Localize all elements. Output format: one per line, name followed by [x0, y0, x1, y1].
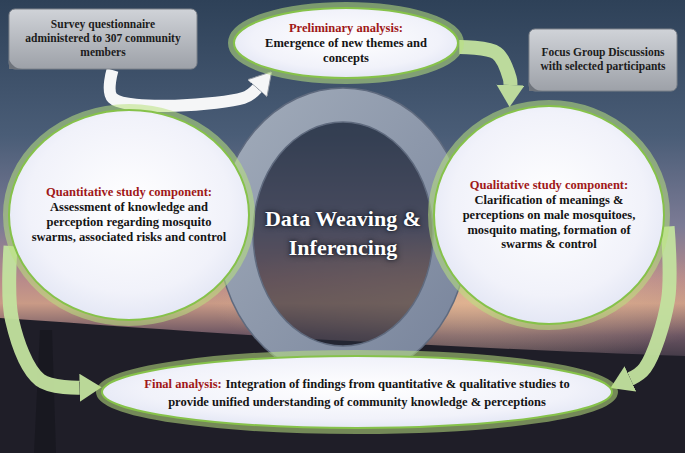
oval-body [434, 106, 664, 324]
banner-body [529, 29, 677, 91]
text-holder: Qualitative study component:Clarificatio… [455, 178, 644, 252]
data-source-box: Survey questionnaire administered to 307… [8, 8, 198, 70]
component-text: Emergence of new themes and concepts [256, 36, 435, 66]
text-holder: Focus Group Discussions with selected pa… [534, 46, 672, 74]
box-text: Focus Group Discussions with selected pa… [534, 46, 672, 74]
study-component-circle: Qualitative study component:Clarificatio… [428, 100, 670, 330]
final-analysis-oval: Final analysis:Integration of findings f… [96, 350, 618, 434]
oval-glow [233, 7, 459, 79]
box-text: Survey questionnaire administered to 307… [18, 18, 188, 59]
oval-glow [8, 109, 250, 321]
ellipse-outline [96, 350, 618, 434]
analysis-oval: Preliminary analysis:Emergence of new th… [228, 2, 464, 84]
component-heading: Preliminary analysis: [256, 21, 435, 36]
component-text: Clarification of meanings & perceptions … [455, 193, 644, 252]
banner-curl [9, 60, 22, 69]
flow-arrow [459, 47, 510, 85]
ring-hole [253, 122, 433, 346]
component-heading: Qualitative study component: [455, 178, 644, 193]
banner-curl [529, 82, 542, 91]
component-heading: Final analysis: [144, 377, 221, 391]
text-holder: Data Weaving & Inferencing [255, 205, 431, 262]
data-source-box: Focus Group Discussions with selected pa… [528, 28, 678, 92]
study-component-circle: Quantitative study component:Assessment … [3, 104, 255, 326]
flow-arrow [110, 70, 257, 106]
component-heading: Quantitative study component: [31, 185, 228, 200]
text-holder: Preliminary analysis:Emergence of new th… [256, 21, 435, 66]
ellipse-outline [3, 104, 255, 326]
center-title: Data Weaving & Inferencing [255, 205, 431, 262]
oval-glow [433, 105, 665, 325]
text-holder: Quantitative study component:Assessment … [31, 185, 228, 244]
oval-body [234, 8, 458, 78]
oval-glow [101, 355, 613, 429]
component-text: Integration of findings from quantitativ… [168, 377, 570, 409]
oval-body [9, 110, 249, 320]
oval-body [102, 356, 612, 428]
component-text: Assessment of knowledge and perception r… [31, 200, 228, 244]
text-holder: Final analysis:Integration of findings f… [143, 374, 571, 410]
text-holder: Survey questionnaire administered to 307… [18, 18, 188, 59]
banner-body [9, 9, 197, 69]
